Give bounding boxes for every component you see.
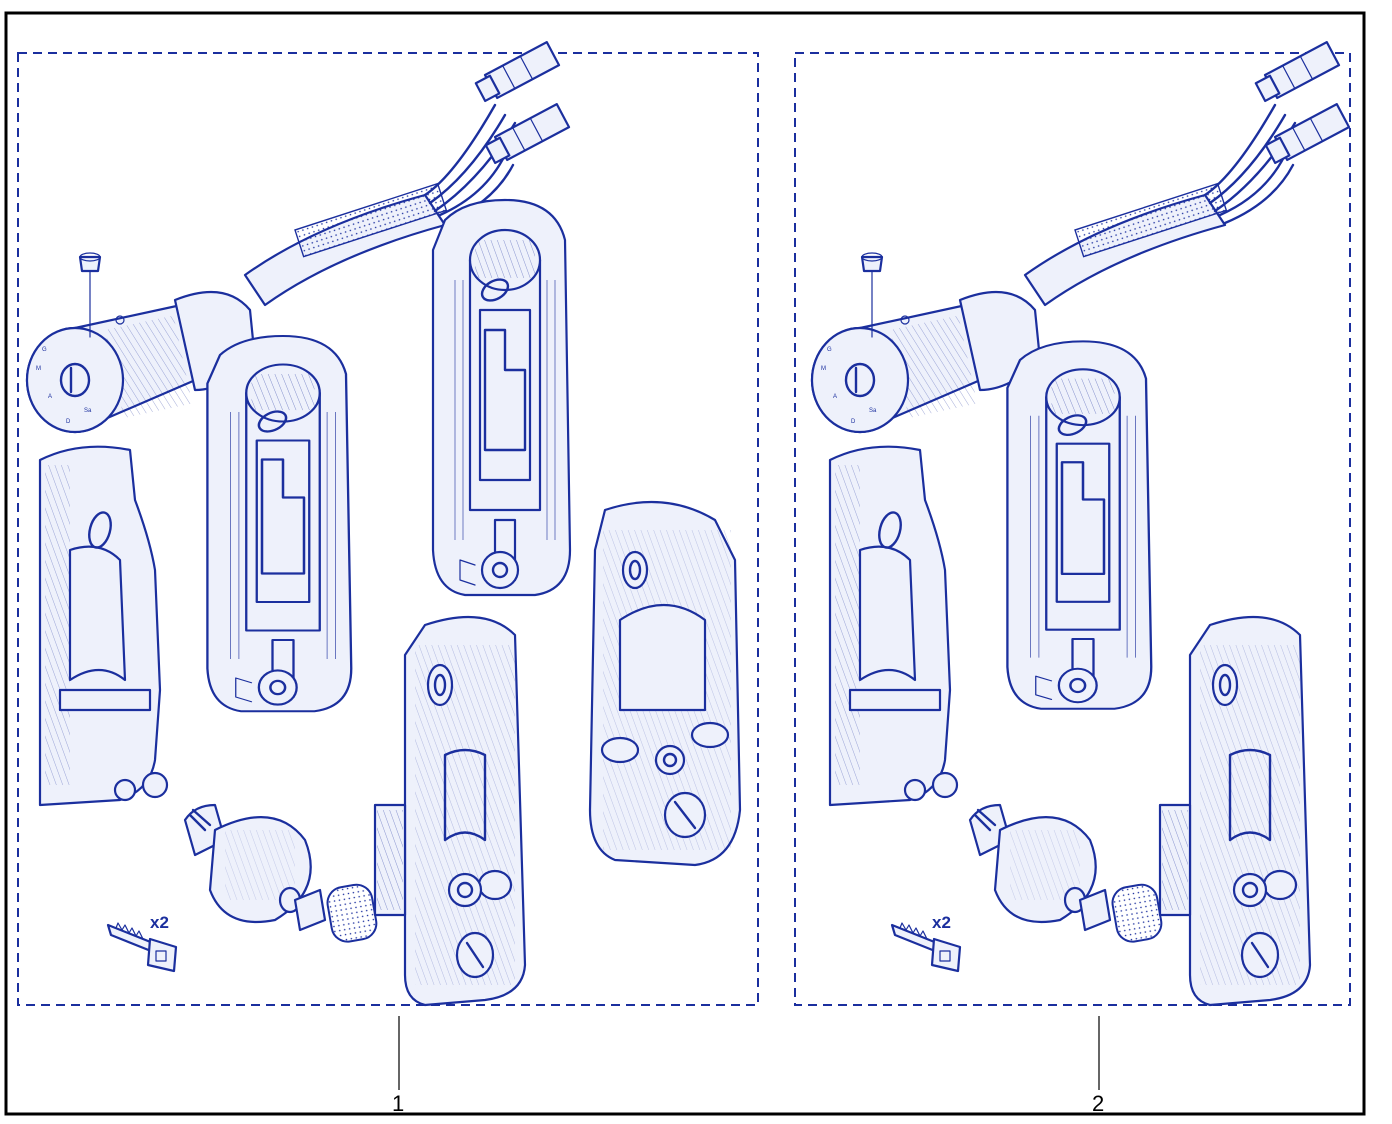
key-part: x2 (106, 913, 178, 973)
switch-marking-d: D (851, 419, 856, 425)
callout-number: 2 (1092, 1091, 1104, 1116)
ignition-switch-part: G M A D Sa (25, 290, 257, 434)
switch-marking-sa: Sa (84, 408, 92, 414)
ignition-switch-part: G M A D Sa (810, 290, 1042, 434)
handle-plate-part (1158, 615, 1312, 1007)
side-handle-part (828, 445, 959, 807)
switch-marking-a: A (833, 394, 837, 400)
diagram-frame (4, 11, 1366, 1116)
wiring-harness-part (1023, 40, 1351, 307)
key-part: x2 (890, 913, 962, 973)
switch-marking-sa: Sa (869, 408, 877, 414)
switch-marking-d: D (66, 419, 71, 425)
door-handle-part (1006, 340, 1153, 711)
kit-1-boundary (17, 52, 759, 1006)
side-handle-part (38, 445, 169, 807)
key-quantity-label: x2 (932, 913, 951, 932)
cover-plate-part (588, 500, 742, 867)
kit-2: G M A D Sa x2 2 (794, 40, 1351, 1116)
lock-cylinder-part (968, 803, 1166, 946)
kit-2-boundary (794, 52, 1351, 1006)
switch-marking-a: A (48, 394, 52, 400)
kit-1: G M A D Sa x2 1 (17, 40, 759, 1116)
callout-number: 1 (392, 1091, 404, 1116)
switch-marking-m: M (36, 366, 41, 372)
door-handle-part (206, 334, 353, 713)
handle-plate-part (373, 615, 527, 1007)
key-quantity-label: x2 (150, 913, 169, 932)
switch-marking-g: G (827, 347, 832, 353)
lock-cylinder-part (183, 803, 381, 946)
switch-marking-m: M (821, 366, 826, 372)
door-handle-part (431, 198, 572, 597)
switch-marking-g: G (42, 347, 47, 353)
